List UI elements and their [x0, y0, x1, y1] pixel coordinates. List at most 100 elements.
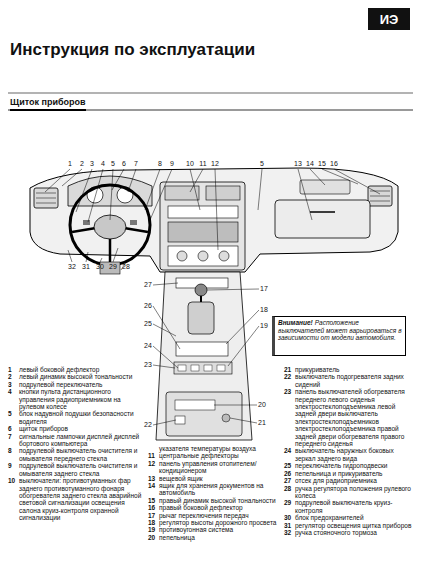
steering-wheel — [70, 185, 150, 265]
item-number: 8 — [8, 447, 19, 462]
side-vent — [368, 186, 392, 206]
callout-number: 21 — [258, 419, 266, 427]
leader-line — [322, 169, 358, 184]
item-text: ручка стояночного тормоза — [295, 529, 414, 536]
switch-key — [178, 365, 186, 371]
vent-slat — [370, 196, 390, 197]
item-number: 1 — [8, 366, 19, 373]
leader-line — [153, 306, 180, 349]
item-number: 11 — [148, 452, 159, 459]
callout-number: 1 — [68, 160, 72, 168]
item-number: 2 — [8, 373, 19, 380]
item-number: 22 — [284, 373, 295, 388]
item-number: 12 — [148, 460, 159, 475]
item-number: 3 — [8, 381, 19, 388]
parts-list-item: 17рычаг переключения передач — [148, 512, 280, 519]
wheel-buttons — [130, 220, 137, 225]
chapter-tab: ИЭ — [368, 8, 410, 30]
leader-line — [76, 169, 92, 212]
item-number: 32 — [284, 529, 295, 536]
item-number: 16 — [148, 504, 159, 511]
parts-list-item: 22выключатель подогревателя задних сиден… — [284, 373, 414, 388]
item-text: указателя температуры воздуха — [159, 445, 280, 452]
item-text: подрулевой переключатель — [19, 381, 144, 388]
item-text: ящик для хранения документов на автомоби… — [159, 482, 280, 497]
callout-number: 16 — [330, 160, 338, 168]
item-number: 20 — [148, 534, 159, 541]
leader-line — [228, 326, 259, 366]
item-text: панель управления отопителем/кондиционер… — [159, 460, 280, 475]
item-number: 13 — [148, 475, 159, 482]
callout-number: 29 — [109, 263, 117, 271]
item-text: блок надувной подушки безопасности водит… — [19, 410, 144, 425]
parts-list-item: 25переключатель гидроподвески — [284, 462, 414, 469]
item-text: регулятор освещения щитка приборов — [295, 522, 414, 529]
callout-number: 8 — [158, 160, 162, 168]
parts-list-item: 19противоугонная система — [148, 526, 280, 533]
leader-line — [110, 169, 113, 220]
callout-number: 12 — [211, 160, 219, 168]
item-number: 31 — [284, 522, 295, 529]
callout-number: 22 — [144, 421, 152, 429]
parts-list-item: 3подрулевой переключатель — [8, 381, 144, 388]
item-text: левый динамик высокой тональности — [19, 373, 144, 380]
callout-number: 31 — [82, 263, 90, 271]
item-number: 5 — [8, 410, 19, 425]
leader-line — [128, 169, 136, 192]
callout-number: 24 — [144, 342, 152, 350]
item-text: переключатель гидроподвески — [295, 462, 414, 469]
parts-list-item: указателя температуры воздуха — [148, 445, 280, 452]
item-number: 9 — [8, 462, 19, 477]
item-text: правый динамик высокой тональности — [159, 497, 280, 504]
leader-line — [230, 418, 257, 423]
leader-line — [215, 169, 218, 250]
callout-number: 20 — [258, 401, 266, 409]
parts-list-item: 9подрулевой выключатель очистителя и омы… — [8, 462, 144, 477]
leader-line — [334, 169, 380, 194]
warning-note: Внимание!Расположение выключателей может… — [272, 316, 406, 356]
wheel-spoke — [109, 237, 112, 264]
gear-boot — [188, 302, 214, 334]
leader-line — [145, 169, 160, 210]
parts-list-item: 5блок надувной подушки безопасности води… — [8, 410, 144, 425]
item-number: 30 — [284, 514, 295, 521]
callout-number: 27 — [144, 281, 152, 289]
switch-key — [217, 365, 225, 371]
leader-line — [86, 252, 88, 262]
vent-slat — [36, 203, 56, 204]
parts-list-item: 29подрулевой выключатель круиз-контроля — [284, 499, 414, 514]
item-number: 28 — [284, 485, 295, 500]
leader-line — [113, 248, 118, 262]
radio-bay — [168, 222, 238, 242]
callout-number: 13 — [294, 160, 302, 168]
leader-line — [153, 324, 176, 336]
parts-list-item: 11центральные дефлекторы — [148, 452, 280, 459]
rear-ashtray — [175, 400, 215, 410]
parts-list-item: 1левый боковой дефлектор — [8, 366, 144, 373]
item-number: 27 — [284, 477, 295, 484]
callout-number: 14 — [306, 160, 314, 168]
leader-line — [153, 365, 175, 368]
callout-number: 32 — [68, 263, 76, 271]
switch-panel — [174, 362, 232, 374]
leader-line — [100, 258, 102, 262]
item-number: 4 — [8, 388, 19, 410]
switch-key — [204, 365, 212, 371]
leader-line — [190, 169, 203, 192]
item-number: 6 — [8, 425, 19, 432]
climate-knob — [198, 251, 208, 261]
center-vent — [206, 186, 240, 200]
parts-list-item: 7сигнальные лампочки дисплей дисплей бор… — [8, 433, 144, 448]
callout-number: 23 — [144, 361, 152, 369]
item-text: сигнальные лампочки дисплей дисплей борт… — [19, 433, 144, 448]
item-text: блок предохранителей — [295, 514, 414, 521]
item-number: 29 — [284, 499, 295, 514]
item-number: 21 — [284, 366, 295, 373]
parts-list-item: 16правый боковой дефлектор — [148, 504, 280, 511]
switch-key — [191, 365, 199, 371]
box-heading: Внимание! — [278, 319, 313, 326]
leader-line — [153, 346, 178, 368]
leader-line — [226, 310, 259, 344]
callout-number: 18 — [260, 306, 268, 314]
item-number: 25 — [284, 462, 295, 469]
